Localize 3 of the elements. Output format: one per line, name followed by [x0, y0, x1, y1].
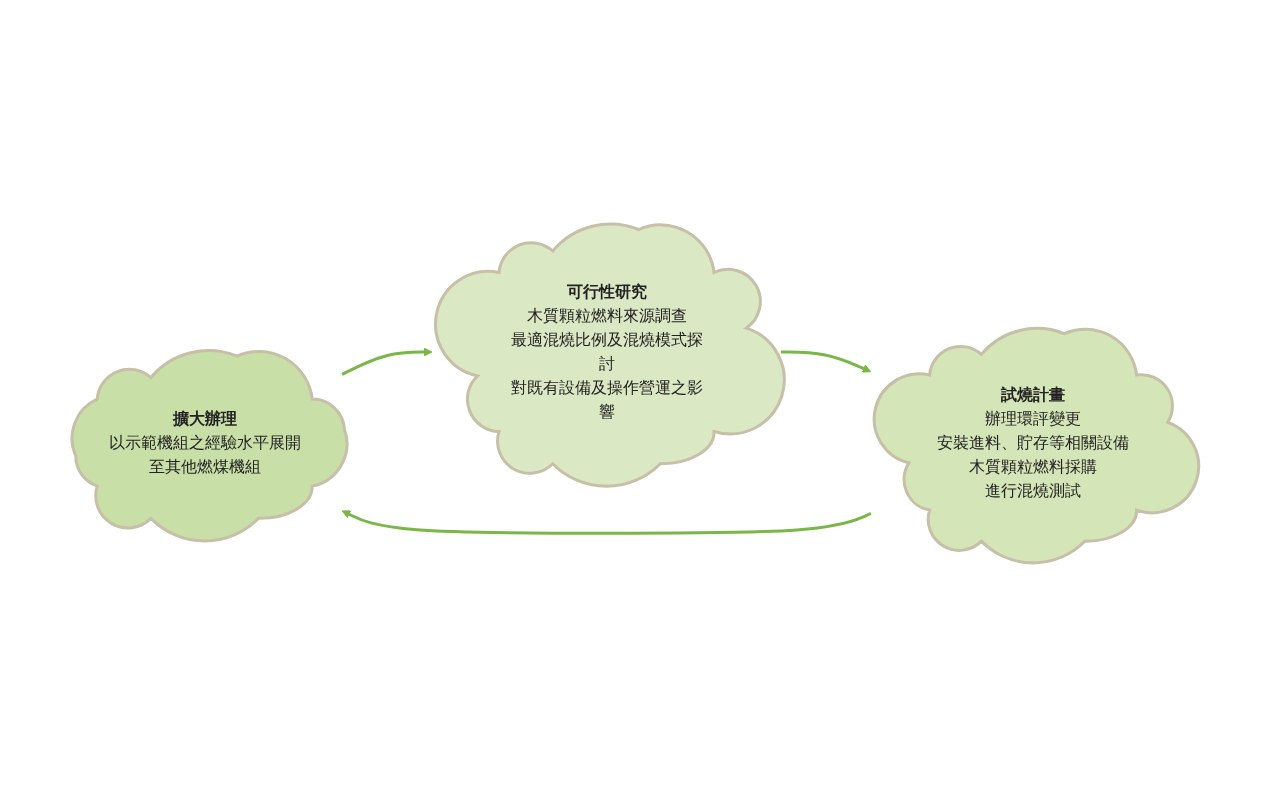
arrow	[341, 347, 433, 376]
arrow	[341, 510, 872, 535]
arrow	[781, 350, 872, 373]
